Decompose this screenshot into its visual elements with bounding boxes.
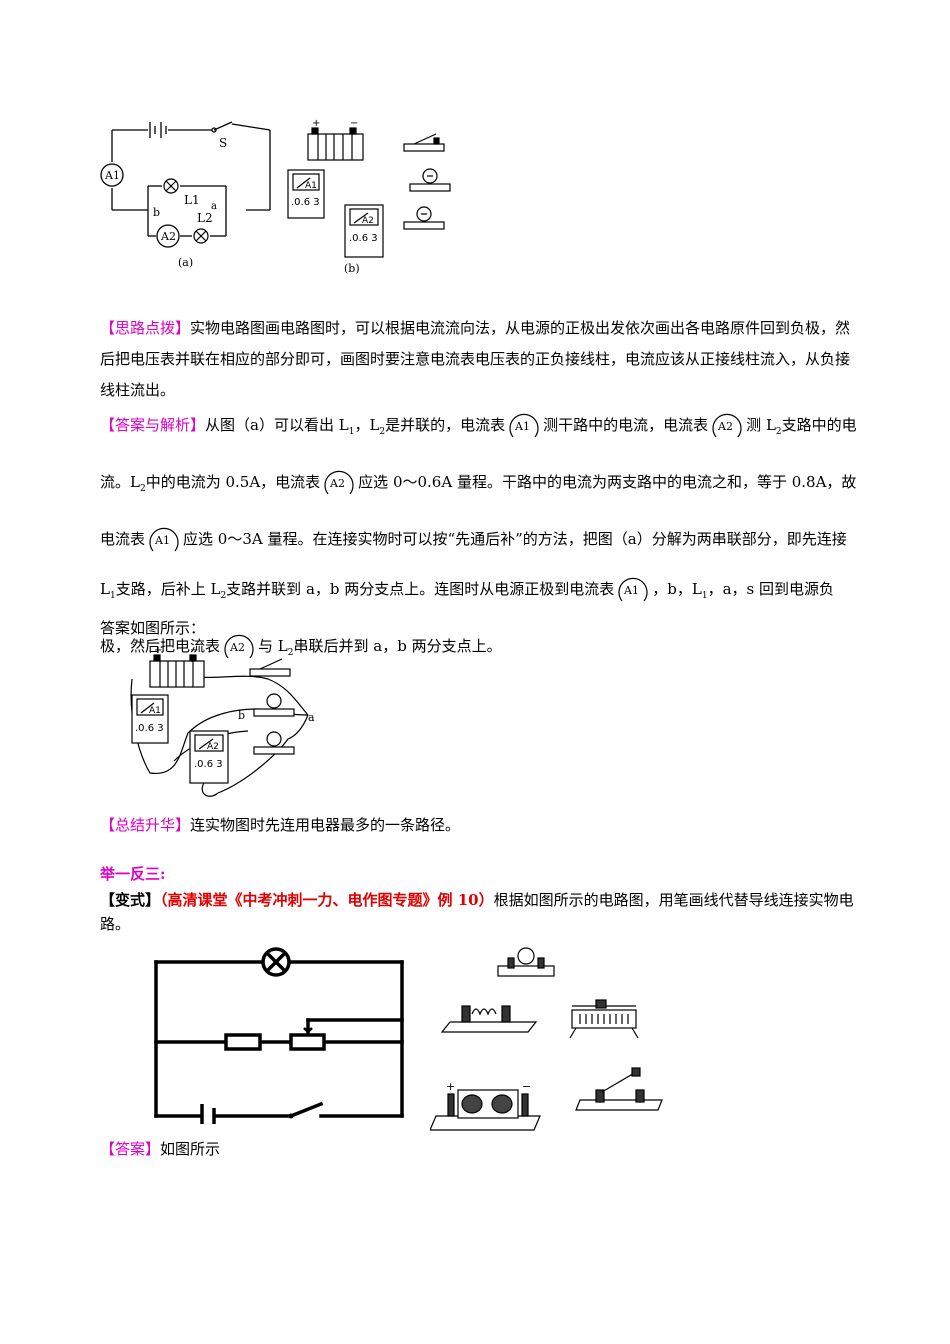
plus-sign: +: [154, 645, 162, 656]
sliding-rheostat-icon: [569, 999, 639, 1039]
variant-source: （高清课堂《中考冲刺一力、电作图专题》例 10）: [160, 891, 494, 909]
variant-circuit-diagram: [154, 947, 404, 1128]
slider-arrow-icon: [303, 1027, 313, 1033]
reasoning-paragraph: 【思路点拨】实物电路图画电路图时，可以根据电流流向法，从电源的正极出发依次画出各…: [100, 313, 860, 406]
meter-box-a1-scale: .0.6 3: [291, 197, 320, 208]
meter-box-a1-icon: [131, 694, 169, 744]
switch-icon: [211, 121, 233, 133]
lamp-holder-1-icon: [409, 168, 451, 192]
meter-box-a2-label: A2: [362, 216, 374, 226]
svg-text:A1: A1: [514, 420, 530, 433]
inductor-coil-icon: [440, 1005, 538, 1033]
switch-pivot-icon: [288, 1113, 294, 1119]
node-a-label: a: [211, 201, 217, 212]
circuit-diagram-a: S A1 L1 L2 a b A2 (a): [100, 118, 451, 275]
caption-b: (b): [344, 262, 360, 275]
final-answer-text: 如图所示: [160, 1140, 221, 1158]
meter-box-a1-scale: .0.6 3: [135, 723, 164, 734]
switch-label: S: [219, 136, 227, 150]
meter-box-a2-icon: [189, 730, 229, 784]
variant-tag: 【变式】: [100, 891, 161, 909]
caption-a: (a): [178, 256, 193, 269]
figure-variant-components: + −: [429, 944, 670, 1134]
meter-box-a1-icon: [287, 169, 325, 219]
node-b-label: b: [238, 709, 245, 722]
ammeter-a1-inline-icon: A1: [149, 527, 179, 552]
summary-text: 连实物图时先连用电器最多的一条路径。: [190, 816, 461, 834]
answer-wiring-diagram: + − A1 .0.6 3 A2 .0.6 3 b a: [130, 645, 315, 797]
node-b-label: b: [153, 206, 160, 219]
meter-box-a2-scale: .0.6 3: [349, 233, 378, 244]
figure-variant-circuit: [146, 944, 426, 1128]
meter-box-a1-label: A1: [149, 706, 161, 716]
svg-text:A2: A2: [229, 641, 245, 654]
reasoning-tag: 【思路点拨】: [100, 319, 191, 337]
svg-text:A1: A1: [104, 169, 120, 182]
minus-sign: −: [350, 118, 358, 129]
ammeter-a2-inline-icon: A2: [324, 470, 354, 495]
ammeter-a2-icon: A2: [156, 224, 180, 248]
minus-sign: −: [522, 1080, 531, 1093]
meter-box-a2-icon: [344, 204, 384, 258]
node-a-label: a: [308, 711, 315, 724]
figure-circuit-a-b: S A1 L1 L2 a b A2 (a): [100, 112, 470, 282]
meter-box-a2-label: A2: [207, 742, 219, 752]
svg-text:A1: A1: [623, 584, 639, 597]
final-answer-tag: 【答案】: [100, 1140, 161, 1158]
plus-sign: +: [312, 118, 320, 129]
minus-sign: −: [190, 645, 198, 656]
final-answer-paragraph: 【答案】如图所示: [100, 1138, 860, 1160]
svg-text:A1: A1: [154, 534, 170, 547]
ammeter-a2-inline-icon: A2: [224, 634, 254, 659]
meter-box-a1-label: A1: [305, 181, 317, 191]
figure-answer-wiring: + − A1 .0.6 3 A2 .0.6 3 b a: [118, 643, 338, 803]
components-drawing: + −: [429, 947, 663, 1131]
battery-box-icon: [149, 654, 205, 688]
lamp-holder-2-icon: [403, 206, 445, 230]
svg-text:A2: A2: [329, 477, 345, 490]
knife-switch-icon: [403, 133, 445, 152]
ammeter-a1-inline-icon: A1: [618, 577, 648, 602]
svg-text:A2: A2: [717, 420, 733, 433]
summary-tag: 【总结升华】: [100, 816, 191, 834]
knife-switch-icon: [575, 1067, 663, 1111]
lamp-l1-icon: [163, 178, 179, 194]
bulb-holder-icon: [497, 947, 555, 977]
svg-text:A2: A2: [160, 230, 176, 243]
meter-box-a2-scale: .0.6 3: [194, 759, 223, 770]
practice-heading: 举一反三:: [100, 865, 166, 883]
battery-icon: [200, 1104, 216, 1128]
lamp-l2-label: L2: [197, 211, 213, 225]
knife-switch-icon: [249, 658, 291, 677]
ammeter-a1-icon: A1: [100, 163, 124, 187]
battery-box-icon: [307, 127, 364, 161]
ammeter-a2-inline-icon: A2: [712, 413, 742, 438]
lamp-l1-label: L1: [184, 193, 200, 207]
lamp-icon: [261, 947, 291, 977]
battery-holder-icon: [429, 1089, 541, 1131]
answer-see-figure: 答案如图所示：: [100, 619, 206, 637]
lamp-holder-1-icon: [253, 693, 295, 717]
ammeter-a1-inline-icon: A1: [509, 413, 539, 438]
lamp-l2-icon: [193, 228, 209, 244]
summary-paragraph: 【总结升华】连实物图时先连用电器最多的一条路径。: [100, 814, 860, 836]
reasoning-text: 实物电路图画电路图时，可以根据电流流向法，从电源的正极出发依次画出各电路原件回到…: [100, 319, 851, 399]
variant-text: 根据如图所示的电路图，用笔画线代替导线连接实物电路。: [100, 891, 854, 933]
battery-icon: [149, 122, 167, 138]
variant-paragraph: 【变式】（高清课堂《中考冲刺一力、电作图专题》例 10）根据如图所示的电路图，用…: [100, 888, 860, 936]
answer-tag: 【答案与解析】: [100, 416, 206, 434]
plus-sign: +: [446, 1080, 455, 1093]
resistor-icon: [224, 1033, 262, 1051]
rheostat-icon: [289, 1033, 326, 1051]
lamp-holder-2-icon: [253, 731, 295, 755]
